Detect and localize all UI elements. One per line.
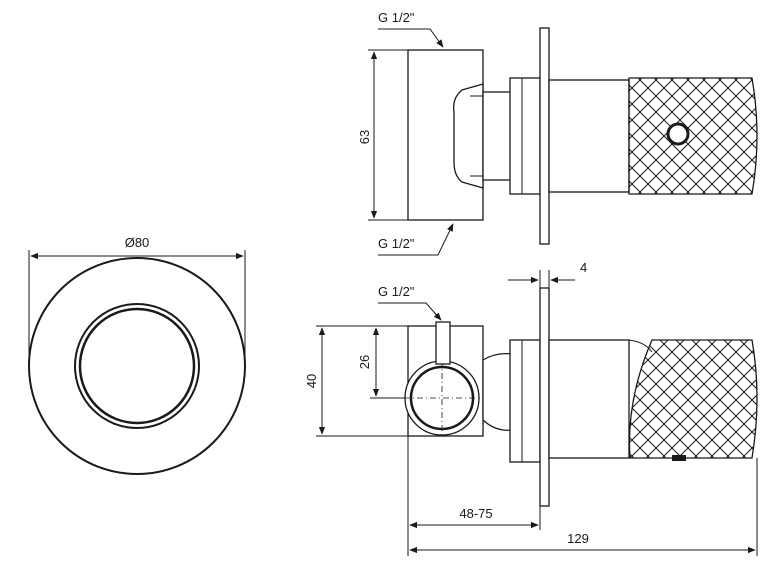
- top-side-view: 63 G 1/2" G 1/2": [357, 10, 758, 256]
- cover-plate-inner-ring: [78, 307, 196, 425]
- thread-label-top-lower: G 1/2": [378, 236, 415, 251]
- height-40-label: 40: [304, 374, 319, 388]
- length-129-label: 129: [567, 531, 589, 546]
- wall-plate-bottom: [539, 287, 550, 507]
- knurled-handle-bottom: [628, 339, 758, 459]
- depth-range-label: 48-75: [459, 506, 492, 521]
- spindle-bottom: [548, 339, 630, 459]
- wall-plate-top: [539, 27, 550, 245]
- spindle-top: [548, 79, 630, 193]
- handle-set-screw: [666, 122, 690, 146]
- diameter-label: Ø80: [125, 235, 150, 250]
- cover-plate-outer: [28, 257, 246, 475]
- thread-leader-bottom: [378, 302, 442, 321]
- connector-bottom-neck: [482, 352, 513, 431]
- knurled-handle-top: [628, 77, 758, 195]
- cover-plate-inner-ring-outer: [74, 303, 200, 429]
- thread-tube: [435, 321, 451, 365]
- thread-leader-upper: [378, 28, 444, 48]
- thread-label-top-upper: G 1/2": [378, 10, 415, 25]
- connector-collar-top: [509, 77, 541, 195]
- plate-4-label: 4: [580, 260, 587, 275]
- thread-label-bottom: G 1/2": [378, 284, 415, 299]
- height-26-label: 26: [357, 355, 372, 369]
- height-63-label: 63: [357, 130, 372, 144]
- valve-neck-top: [453, 83, 484, 189]
- connector-collar-bottom: [509, 339, 541, 463]
- handle-bevel: [628, 339, 653, 353]
- thread-leader-lower: [378, 223, 454, 256]
- connector-top: [482, 91, 514, 181]
- front-view: Ø80: [28, 235, 246, 475]
- handle-screw-bottom: [672, 455, 686, 461]
- bottom-side-view: 4 G 1/2" 40 26 48-75 129: [304, 260, 758, 556]
